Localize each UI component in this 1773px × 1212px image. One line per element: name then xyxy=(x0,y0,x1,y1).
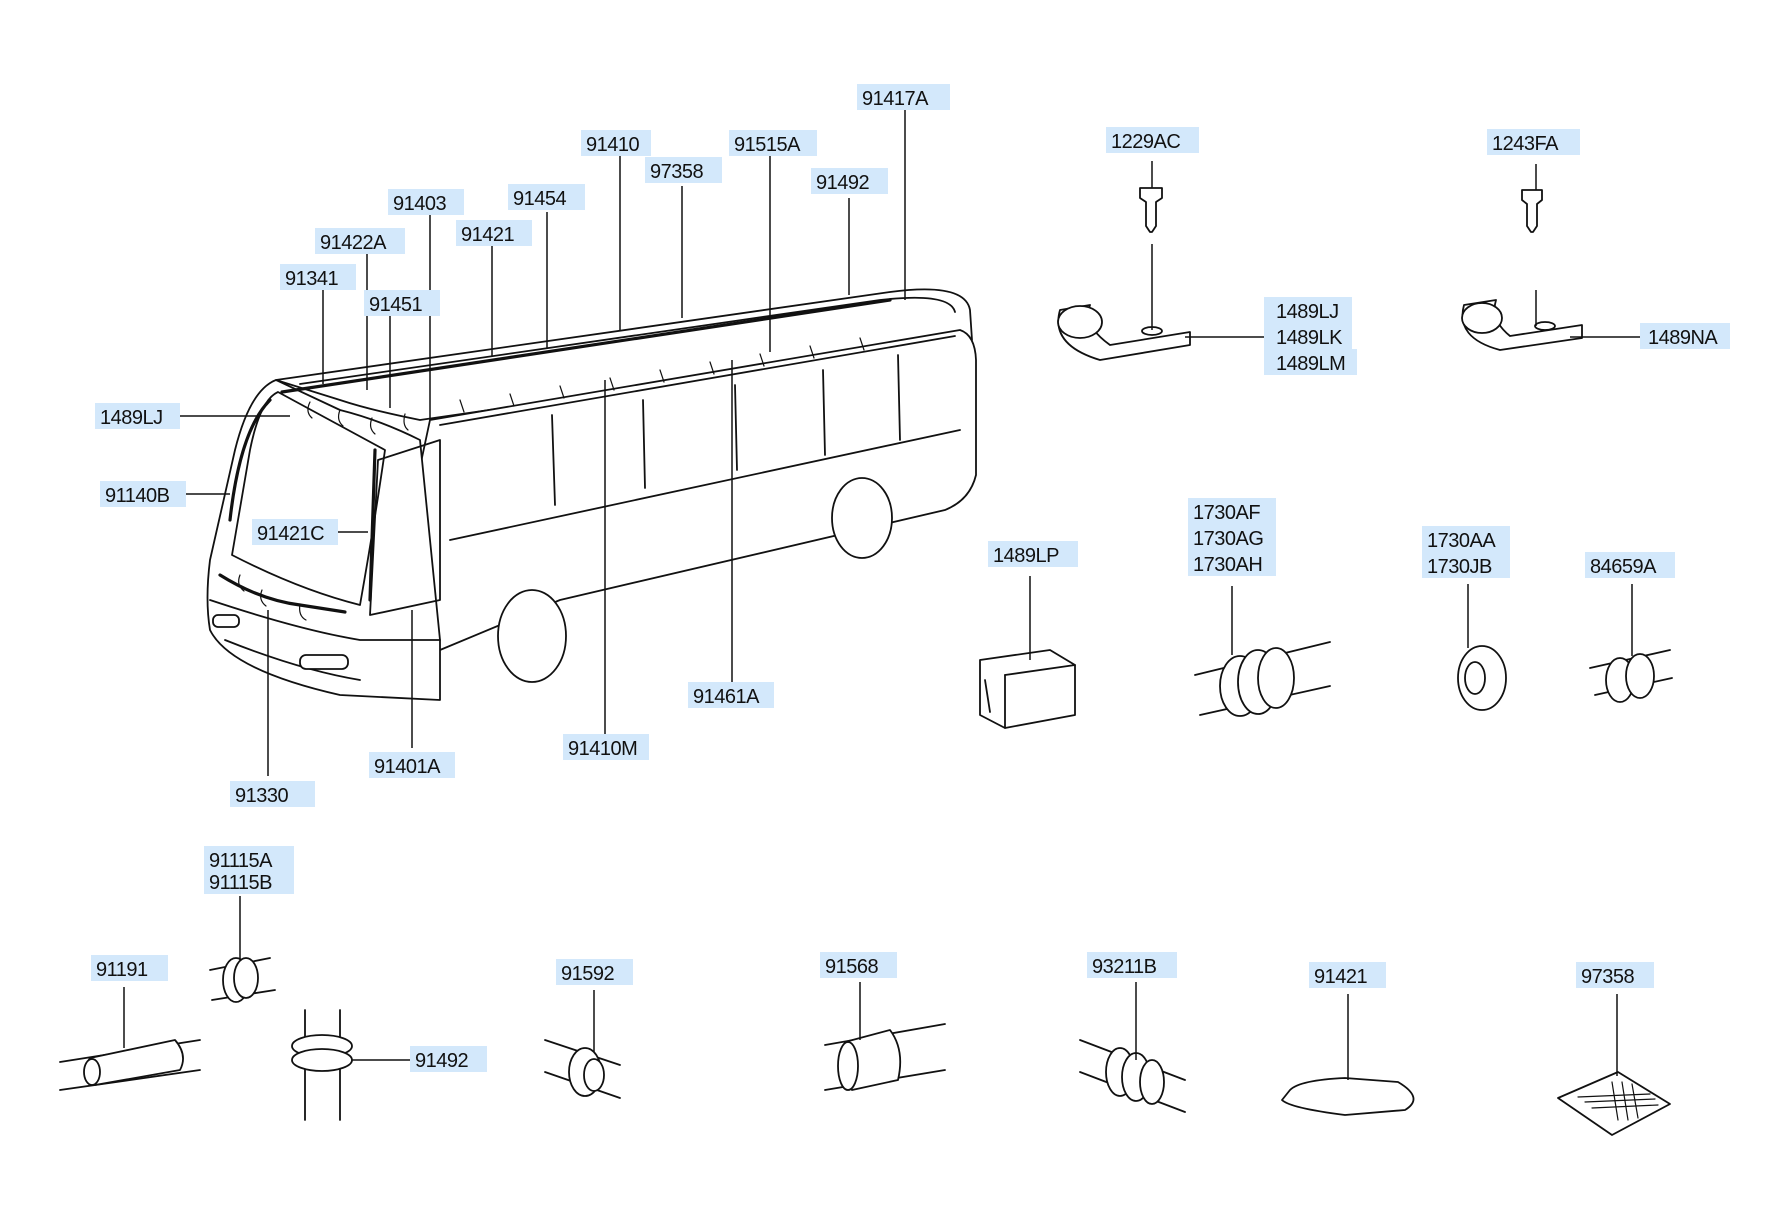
tube-91568 xyxy=(824,1023,946,1091)
callout-1730JB: 1730JB xyxy=(1422,552,1510,578)
svg-text:91341: 91341 xyxy=(285,268,338,290)
svg-text:1243FA: 1243FA xyxy=(1492,133,1559,155)
callout-1489LP: 1489LP xyxy=(988,541,1078,567)
callout-91592: 91592 xyxy=(556,959,633,985)
svg-text:1489LP: 1489LP xyxy=(993,545,1059,567)
grommet-1730aa-assembly xyxy=(1457,645,1507,711)
callout-97358-pad: 97358 xyxy=(1576,962,1654,988)
callout-1229AC: 1229AC xyxy=(1106,127,1199,153)
svg-text:91403: 91403 xyxy=(393,193,446,215)
svg-text:1489NA: 1489NA xyxy=(1648,327,1718,349)
svg-text:91568: 91568 xyxy=(825,956,878,978)
callout-91115A: 91115A xyxy=(204,846,294,872)
svg-text:1489LJ: 1489LJ xyxy=(1276,301,1339,323)
callout-93211B: 93211B xyxy=(1087,952,1177,978)
protector-1489lp xyxy=(979,649,1076,729)
leader-lines xyxy=(123,110,1648,1080)
svg-text:91115B: 91115B xyxy=(209,872,272,894)
callout-1730AF: 1730AF xyxy=(1188,498,1276,524)
callout-91461A: 91461A xyxy=(688,682,774,708)
svg-text:1730AF: 1730AF xyxy=(1193,502,1260,524)
svg-text:91421: 91421 xyxy=(461,224,514,246)
svg-text:91515A: 91515A xyxy=(734,134,801,156)
svg-text:91410M: 91410M xyxy=(568,738,637,760)
svg-text:1730AA: 1730AA xyxy=(1427,530,1496,552)
callout-84659A: 84659A xyxy=(1585,552,1675,578)
svg-text:91421: 91421 xyxy=(1314,966,1367,988)
callout-1243FA: 1243FA xyxy=(1487,129,1580,155)
callout-91422A: 91422A xyxy=(315,228,405,254)
svg-text:91410: 91410 xyxy=(586,134,639,156)
callout-91410: 91410 xyxy=(581,130,651,156)
clip-1243fa-assembly xyxy=(1461,189,1583,351)
svg-text:97358: 97358 xyxy=(1581,966,1634,988)
callout-91140B: 91140B xyxy=(100,481,186,507)
svg-text:1730AG: 1730AG xyxy=(1193,528,1263,550)
callout-91451: 91451 xyxy=(364,290,440,316)
callout-91341: 91341 xyxy=(280,264,356,290)
svg-text:91330: 91330 xyxy=(235,785,288,807)
callout-91421-pad: 91421 xyxy=(1309,962,1386,988)
svg-text:1730AH: 1730AH xyxy=(1193,554,1262,576)
callout-91115B: 91115B xyxy=(204,868,294,894)
grommet-84659a-assembly xyxy=(1589,649,1673,703)
grommet-1730af-assembly xyxy=(1194,641,1331,717)
callout-91417A: 91417A xyxy=(857,84,950,110)
svg-text:97358: 97358 xyxy=(650,161,703,183)
svg-text:1730JB: 1730JB xyxy=(1427,556,1492,578)
callout-91330: 91330 xyxy=(230,781,315,807)
svg-text:1489LM: 1489LM xyxy=(1276,353,1345,375)
callout-91492: 91492 xyxy=(811,168,888,194)
callout-91410M: 91410M xyxy=(563,734,649,760)
callout-91492-grommet: 91492 xyxy=(410,1046,487,1072)
clip-1229ac-assembly xyxy=(1057,187,1191,361)
grommet-91492-bottom xyxy=(291,1009,353,1121)
callout-1730AG: 1730AG xyxy=(1188,524,1276,550)
svg-text:91417A: 91417A xyxy=(862,88,929,110)
svg-text:91422A: 91422A xyxy=(320,232,387,254)
svg-text:91191: 91191 xyxy=(96,959,148,981)
callout-91191: 91191 xyxy=(91,955,168,981)
callout-91421: 91421 xyxy=(456,220,532,246)
svg-text:1489LJ: 1489LJ xyxy=(100,407,163,429)
callout-1730AH: 1730AH xyxy=(1188,550,1276,576)
callout-1489LK: 1489LK xyxy=(1264,323,1352,349)
callout-97358: 97358 xyxy=(645,157,722,183)
callout-1489LM: 1489LM xyxy=(1264,349,1357,375)
svg-text:84659A: 84659A xyxy=(1590,556,1657,578)
callout-91403: 91403 xyxy=(388,189,464,215)
callout-1489NA: 1489NA xyxy=(1640,323,1730,349)
svg-text:91461A: 91461A xyxy=(693,686,760,708)
callout-1489LJ-clip: 1489LJ xyxy=(1264,297,1352,323)
pad-91421 xyxy=(1281,1077,1415,1116)
callout-91515A: 91515A xyxy=(729,130,817,156)
pad-97358 xyxy=(1557,1071,1671,1136)
callout-91421C: 91421C xyxy=(252,519,338,545)
svg-text:1229AC: 1229AC xyxy=(1111,131,1180,153)
callout-1489LJ-bus: 1489LJ xyxy=(95,403,180,429)
grommet-93211b xyxy=(1079,1039,1186,1113)
svg-text:91401A: 91401A xyxy=(374,756,441,778)
callout-91454: 91454 xyxy=(508,184,585,210)
svg-text:1489LK: 1489LK xyxy=(1276,327,1343,349)
svg-text:93211B: 93211B xyxy=(1092,956,1157,978)
svg-text:91492: 91492 xyxy=(415,1050,468,1072)
svg-text:91454: 91454 xyxy=(513,188,566,210)
svg-text:91451: 91451 xyxy=(369,294,422,316)
svg-text:91492: 91492 xyxy=(816,172,869,194)
tube-91191 xyxy=(59,1039,201,1091)
svg-text:91421C: 91421C xyxy=(257,523,324,545)
callout-labels: 91417A 91410 91515A 97358 91492 91403 91… xyxy=(91,84,1730,1072)
svg-text:91140B: 91140B xyxy=(105,485,170,507)
grommet-91115a xyxy=(209,957,276,1003)
callout-91401A: 91401A xyxy=(369,752,455,778)
grommet-91592 xyxy=(544,1039,621,1099)
svg-text:91592: 91592 xyxy=(561,963,614,985)
callout-91568: 91568 xyxy=(820,952,897,978)
callout-1730AA: 1730AA xyxy=(1422,526,1510,552)
svg-text:91115A: 91115A xyxy=(209,850,273,872)
